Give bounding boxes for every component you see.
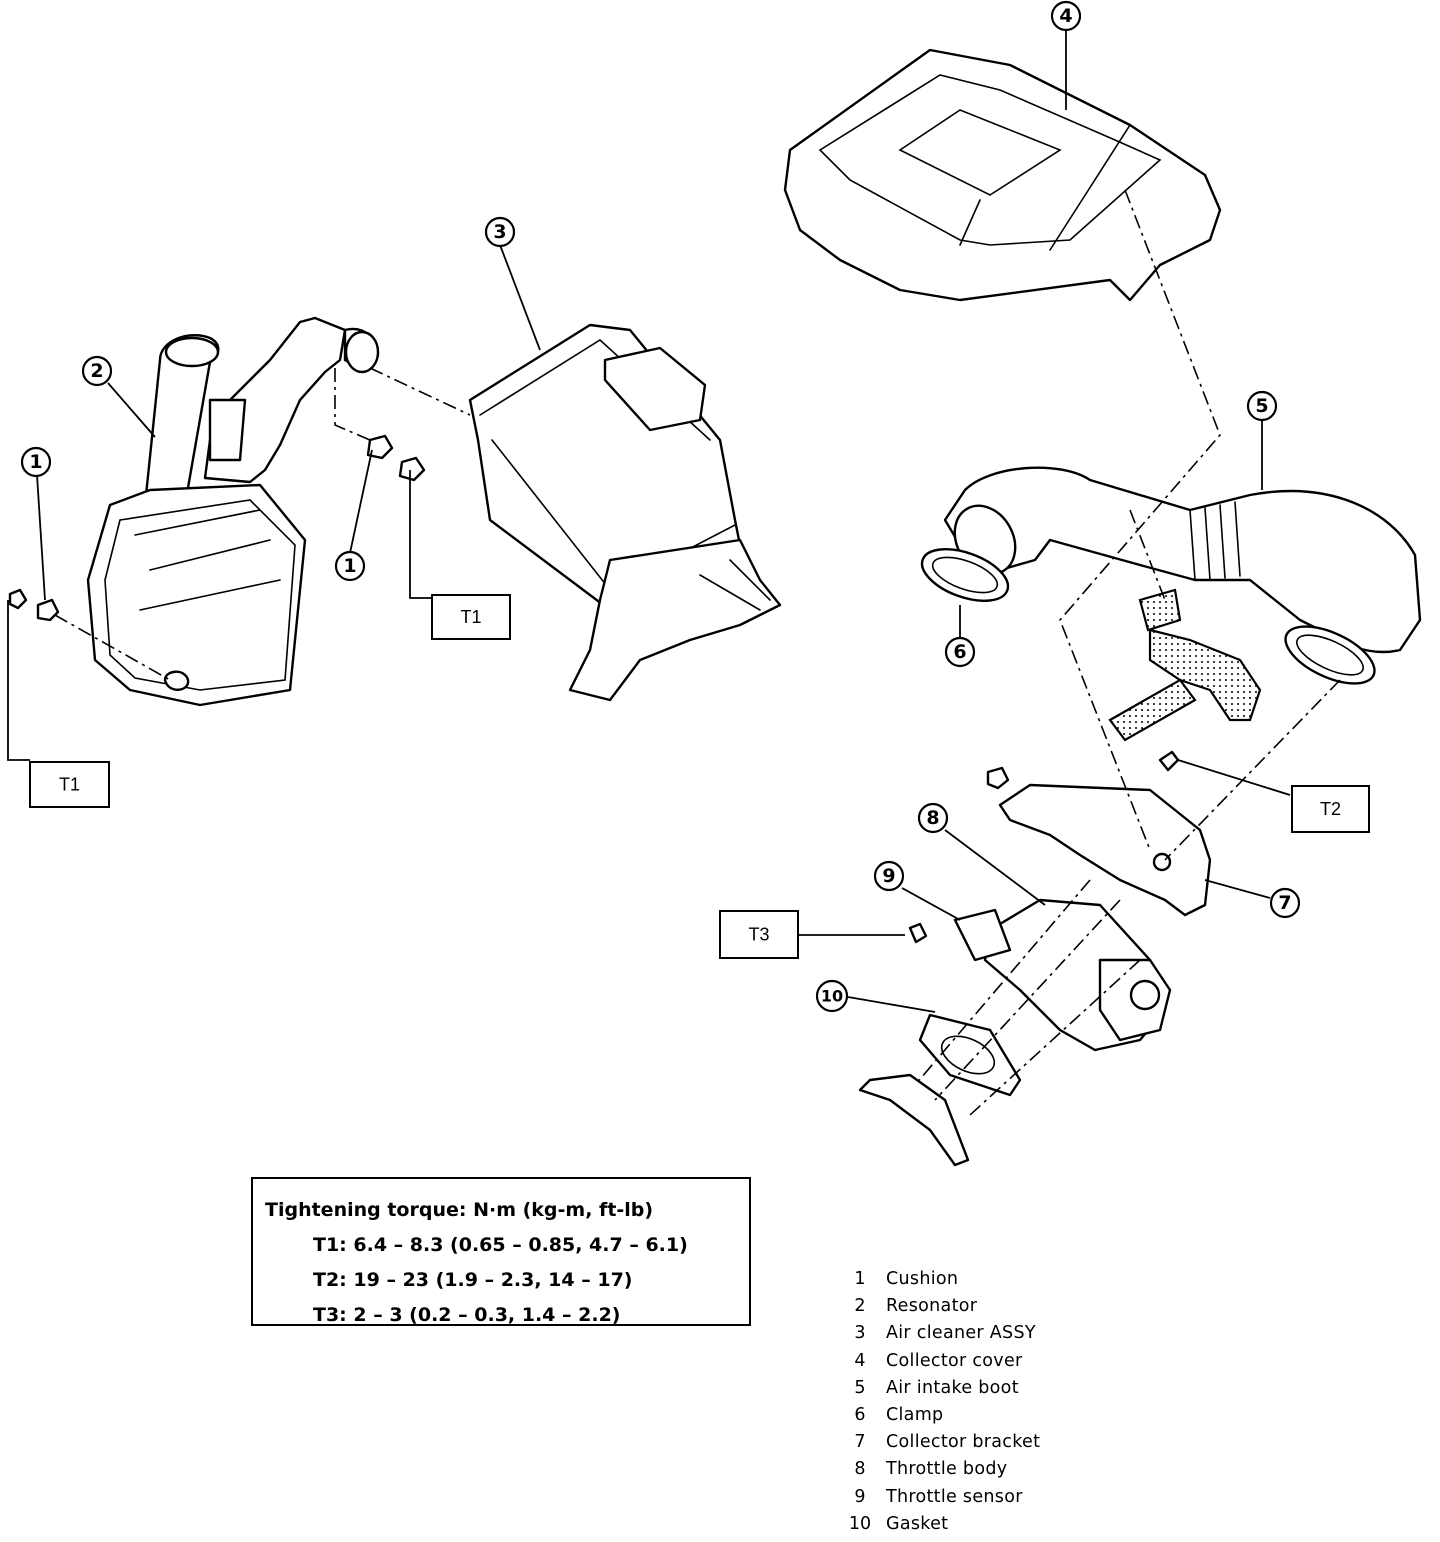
svg-text:T3: T3 [748,925,769,945]
legend-item: 4 Collector cover [836,1348,1096,1375]
svg-text:10: 10 [821,987,843,1006]
assembly-lines [54,189,1341,1116]
legend-item: 10 Gasket [836,1511,1096,1538]
svg-text:5: 5 [1255,395,1268,417]
legend-number: 7 [854,1432,866,1453]
callout-1-middle: 1 [334,550,366,582]
svg-text:1: 1 [343,555,356,577]
svg-text:T1: T1 [59,775,80,795]
legend-name: Resonator [886,1296,978,1317]
cushion-hardware [8,434,426,622]
legend-number: 6 [854,1405,866,1426]
legend-item: 7 Collector bracket [836,1429,1096,1456]
legend-name: Throttle body [886,1459,1008,1480]
svg-text:7: 7 [1278,892,1291,914]
callout-2: 2 [81,355,113,387]
torque-row-t3: T3: 2 – 3 (0.2 – 0.3, 1.4 – 2.2) [313,1304,621,1326]
legend-item: 8 Throttle body [836,1456,1096,1483]
legend-name: Clamp [886,1405,944,1426]
legend-name: Cushion [886,1269,959,1289]
legend-item: 5 Air intake boot [836,1375,1096,1402]
legend-name: Gasket [886,1513,949,1534]
gasket-drawing [858,1013,1022,1167]
callout-7: 7 [1269,887,1301,919]
torque-tag-t1-middle: T1 [431,594,511,640]
svg-text:3: 3 [493,221,506,243]
legend-item: 1 Cushion [836,1266,1096,1293]
torque-table-heading: Tightening torque: N·m (kg-m, ft-lb) [265,1199,654,1221]
legend-number: 3 [854,1323,866,1344]
callout-4: 4 [1050,0,1082,32]
legend-item: 6 Clamp [836,1402,1096,1429]
legend-number: 10 [848,1513,872,1534]
legend-name: Collector cover [886,1350,1023,1371]
tightening-torque-table: Tightening torque: N·m (kg-m, ft-lb) T1:… [251,1177,751,1326]
legend-number: 2 [854,1296,866,1317]
torque-tag-t1-left: T1 [29,761,110,808]
legend-number: 9 [854,1486,866,1507]
torque-tag-t3: T3 [719,910,799,959]
resonator-drawing [86,316,380,707]
svg-text:4: 4 [1059,5,1072,27]
collector-bracket-drawing [986,750,1212,917]
svg-text:6: 6 [953,641,966,663]
hose-drawing [1108,628,1262,742]
clamp-drawing [920,548,1376,685]
callout-3: 3 [484,216,516,248]
callout-1-left: 1 [20,446,52,478]
callout-5: 5 [1246,390,1278,422]
torque-row-t2: T2: 19 – 23 (1.9 – 2.3, 14 – 17) [313,1269,633,1291]
callout-9: 9 [873,860,905,892]
air-cleaner-drawing [468,323,782,702]
torque-row-t1: T1: 6.4 – 8.3 (0.65 – 0.85, 4.7 – 6.1) [313,1234,688,1256]
callout-6: 6 [944,636,976,668]
callout-10: 10 [815,979,849,1013]
legend-item: 3 Air cleaner ASSY [836,1320,1096,1347]
legend-number: 1 [854,1269,866,1289]
torque-tag-t2: T2 [1291,785,1370,833]
legend-number: 4 [854,1350,866,1371]
svg-text:8: 8 [926,807,939,829]
legend-item: 9 Throttle sensor [836,1484,1096,1511]
svg-text:9: 9 [882,865,895,887]
svg-text:T1: T1 [460,607,481,627]
legend-name: Collector bracket [886,1432,1041,1453]
collector-cover-drawing [783,48,1222,302]
legend-item: 2 Resonator [836,1293,1096,1320]
legend-name: Air intake boot [886,1377,1019,1398]
callout-8: 8 [917,802,949,834]
legend-name: Throttle sensor [886,1486,1023,1507]
svg-text:2: 2 [90,360,103,382]
legend-number: 8 [854,1459,866,1480]
leader-lines [7,30,1291,1013]
svg-text:1: 1 [29,451,42,473]
legend-number: 5 [854,1377,866,1398]
svg-text:T2: T2 [1320,799,1341,819]
legend-name: Air cleaner ASSY [886,1323,1036,1344]
air-intake-boot-drawing [943,466,1422,654]
